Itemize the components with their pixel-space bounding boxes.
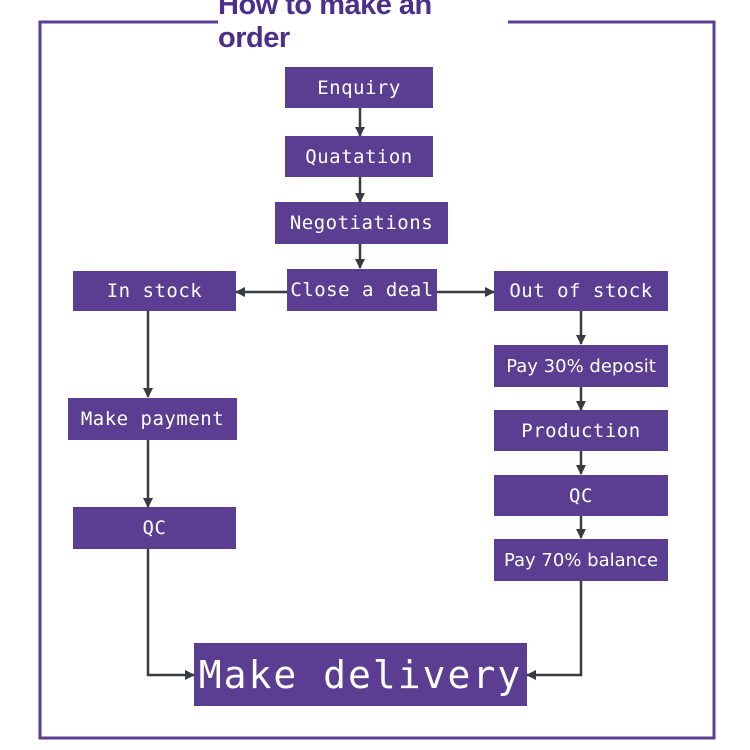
step-negotiations: Negotiations (275, 202, 448, 244)
step-qc-right: QC (494, 475, 668, 516)
step-qc-left: QC (73, 507, 236, 549)
step-production: Production (494, 410, 668, 451)
step-make-delivery: Make delivery (194, 643, 527, 706)
step-deposit: Pay 30% deposit (494, 345, 668, 387)
step-quotation: Quatation (285, 136, 433, 177)
step-in-stock: In stock (73, 271, 236, 311)
step-balance: Pay 70% balance (494, 539, 668, 581)
arrow-balance-delivery (526, 581, 583, 680)
step-close-deal: Close a deal (287, 269, 437, 311)
arrow-qc-delivery-left (146, 549, 195, 680)
page-title: How to make an order (218, 0, 508, 54)
step-out-of-stock: Out of stock (494, 271, 668, 311)
step-make-payment: Make payment (68, 398, 237, 440)
step-enquiry: Enquiry (285, 67, 433, 108)
